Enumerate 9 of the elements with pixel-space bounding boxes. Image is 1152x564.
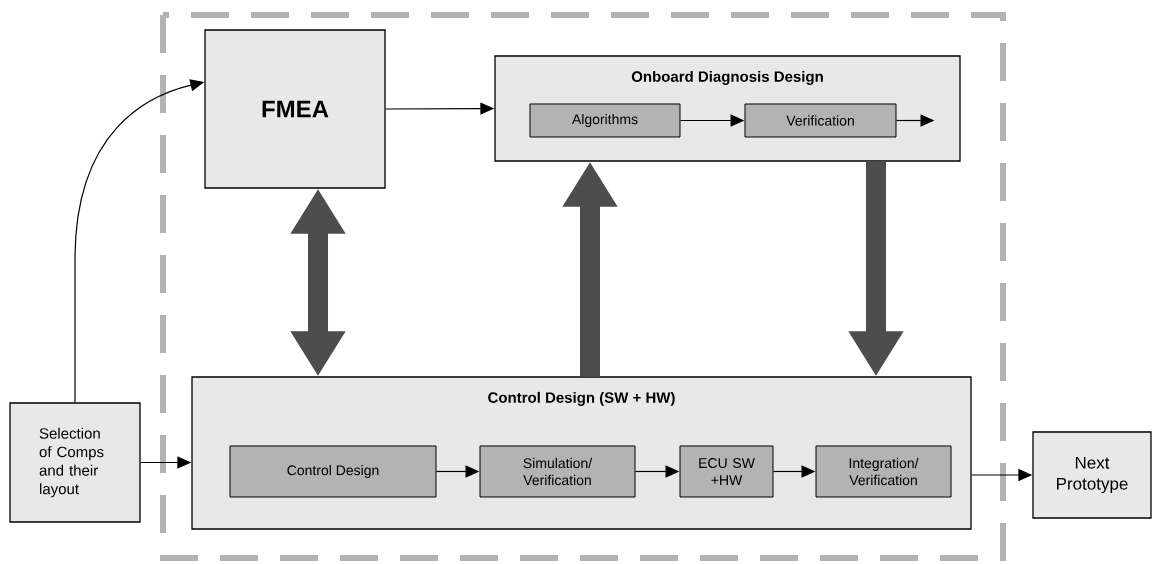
process-box: Selection of Comps and their layout	[9, 402, 141, 523]
step-box: ECU SW +HW	[679, 445, 774, 498]
process-box: FMEA	[204, 29, 386, 189]
step-box: Control Design	[229, 445, 437, 498]
step-box: Verification	[744, 103, 897, 138]
step-box: Algorithms	[529, 103, 681, 138]
step-box: Simulation/ Verification	[479, 445, 636, 498]
step-box: Integration/ Verification	[815, 445, 952, 498]
process-box: Next Prototype	[1032, 431, 1152, 519]
